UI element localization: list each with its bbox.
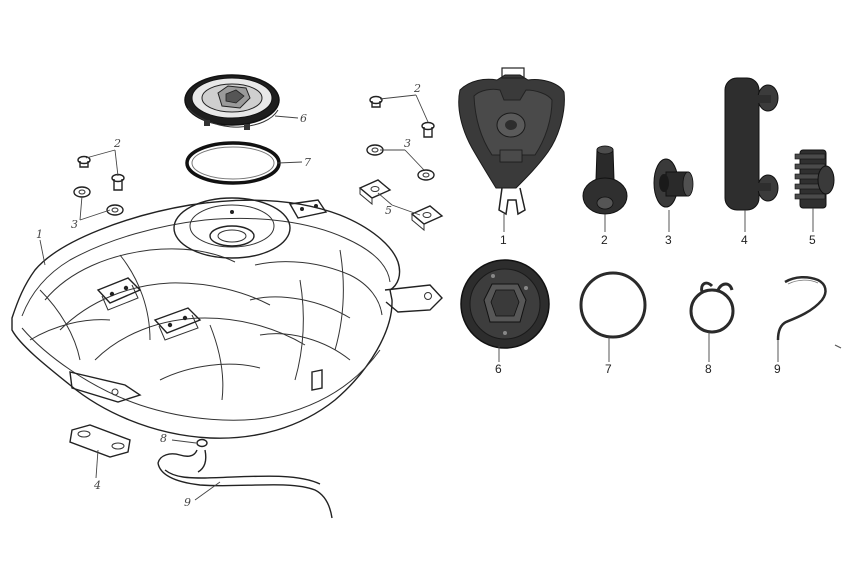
shield-part	[458, 67, 565, 216]
hose-part	[776, 276, 827, 341]
label-bracket-top-drawing: 5	[385, 204, 392, 217]
edge-mark	[834, 344, 842, 349]
spring-clamp-part	[689, 281, 735, 334]
fuel-cap-part	[460, 259, 550, 349]
label-cap: 6	[495, 362, 502, 376]
label-pad-drawing: 4	[93, 479, 101, 492]
line-drawing-labels: 1 2 3 4 8 9 6 7 2 3 5	[36, 82, 421, 509]
bolt-part	[582, 145, 628, 215]
o-ring-part	[579, 271, 647, 339]
rubber-pad-part	[724, 77, 779, 211]
fuel-tank-drawing	[11, 197, 443, 439]
rubber-pad-drawing	[69, 424, 131, 458]
fuel-cap-drawing	[184, 74, 280, 130]
label-hose: 9	[774, 362, 781, 376]
clamp-hose-drawing	[157, 438, 333, 519]
label-bolt: 2	[601, 233, 608, 247]
label-clamp: 8	[705, 362, 712, 376]
label-washer-top-drawing: 3	[404, 137, 411, 150]
label-washer-left-drawing: 3	[71, 218, 78, 231]
label-shield: 1	[500, 233, 507, 247]
ribbed-bracket-part	[794, 149, 835, 209]
label-cap-drawing: 6	[300, 112, 307, 125]
label-ring-drawing: 7	[304, 156, 311, 169]
label-hose-drawing: 9	[184, 496, 191, 509]
label-bracket: 5	[809, 233, 816, 247]
label-tank-drawing: 1	[36, 228, 43, 241]
label-washer: 3	[665, 233, 672, 247]
top-right-hardware-drawing	[358, 95, 444, 232]
label-bolt-top-drawing: 2	[413, 82, 421, 95]
label-clamp-drawing: 8	[160, 432, 167, 445]
line-drawing-leaders	[39, 94, 429, 501]
label-ring: 7	[605, 362, 612, 376]
label-bolt-left-drawing: 2	[113, 137, 121, 150]
washer-part	[653, 158, 694, 208]
o-ring-drawing	[185, 141, 281, 185]
label-pad: 4	[741, 233, 748, 247]
